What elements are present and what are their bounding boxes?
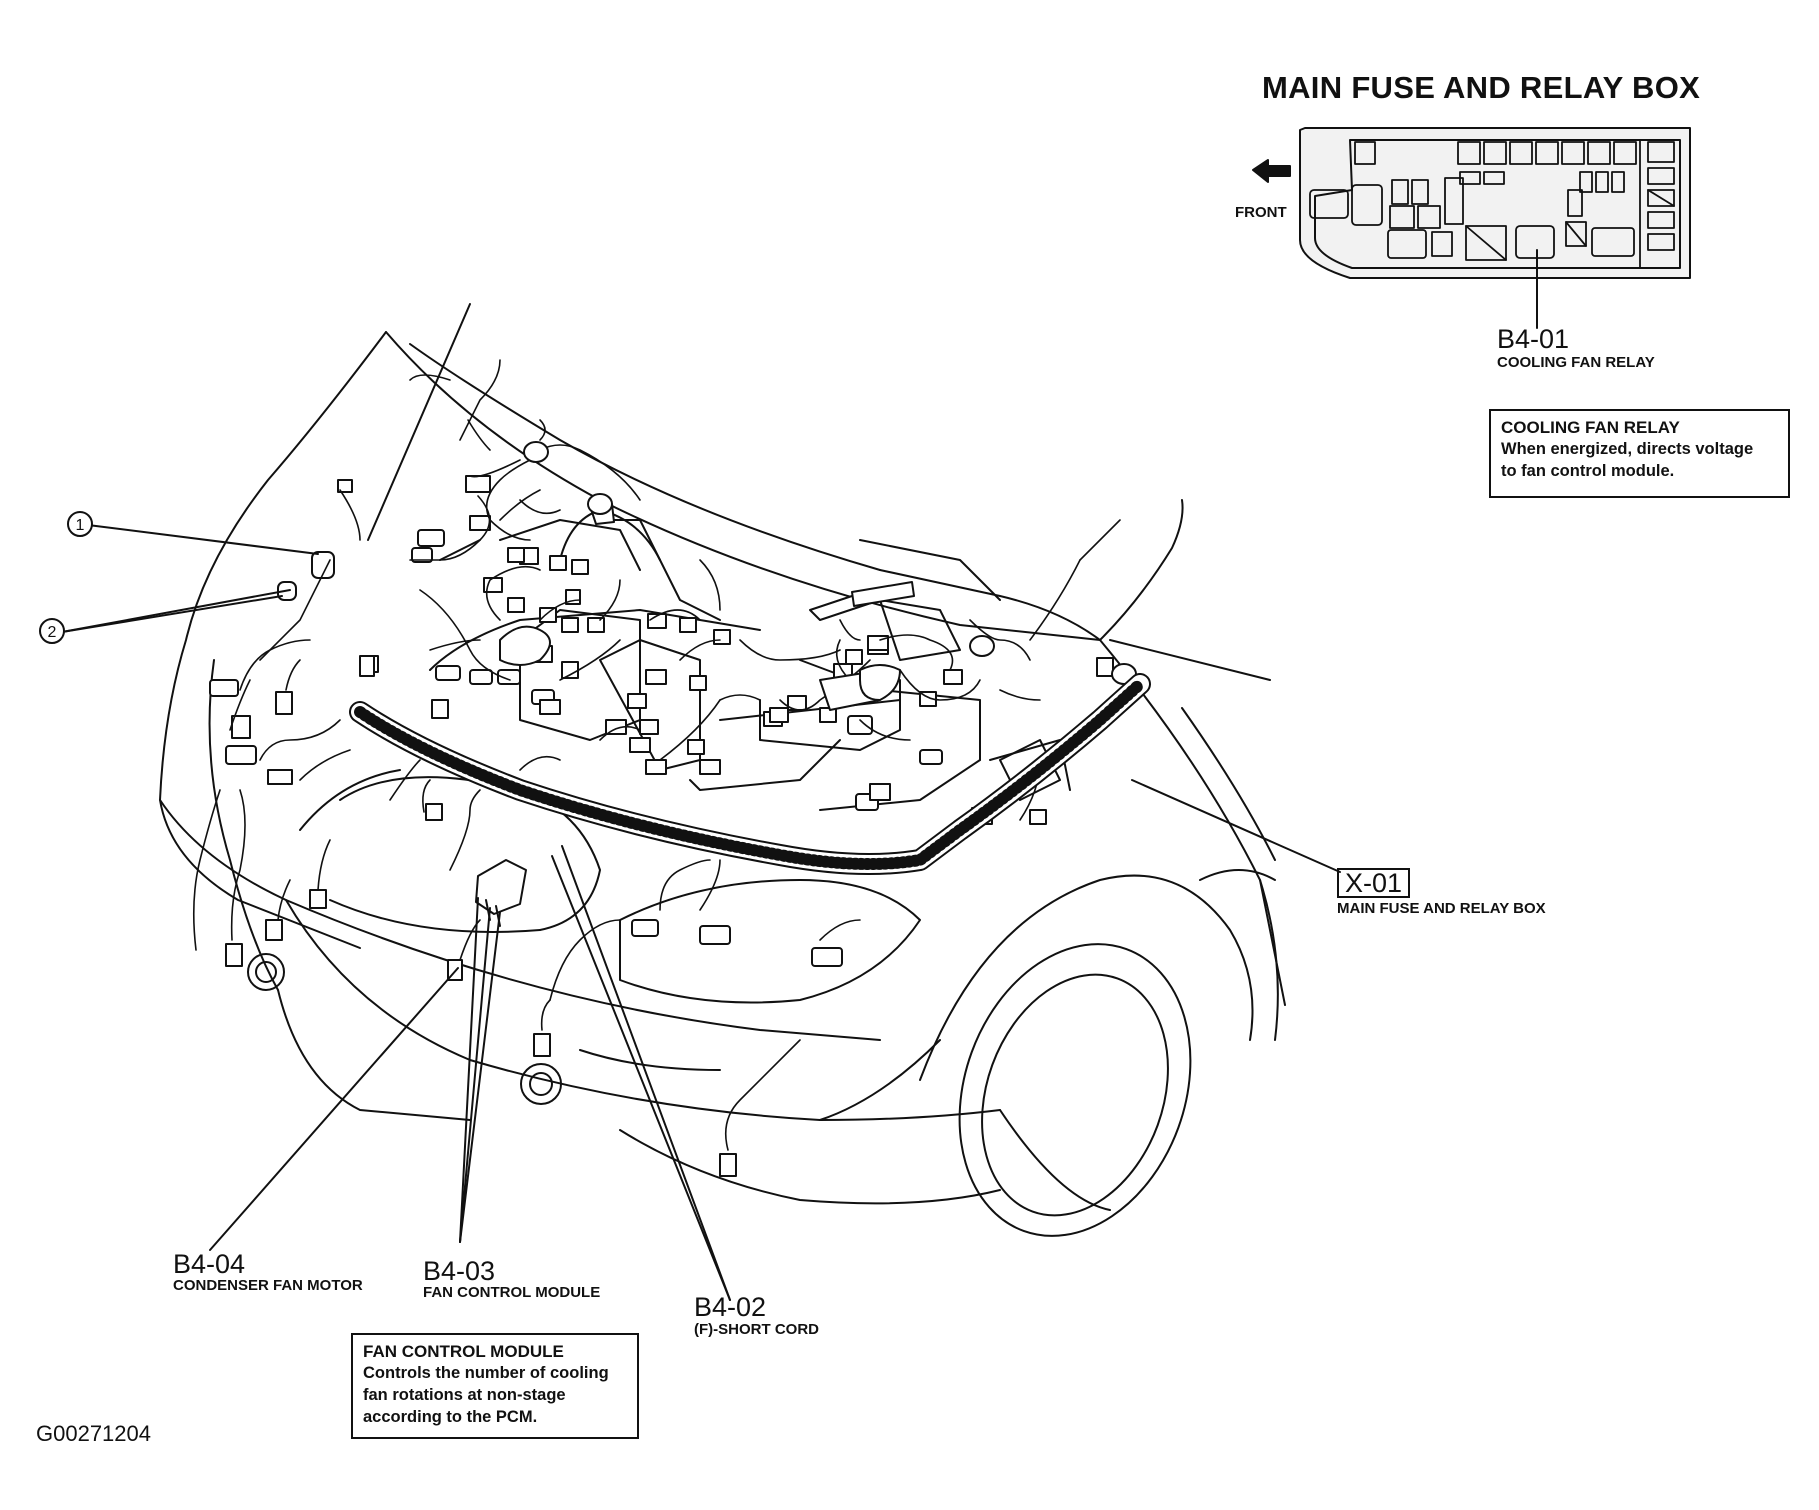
engine-harness-wires: [192, 359, 1121, 1151]
engine-relay-blocks: [499, 502, 915, 711]
module-note-title: FAN CONTROL MODULE: [363, 1342, 564, 1361]
front-arrow-icon: [1252, 159, 1291, 183]
fan-control-module-shape: [475, 859, 527, 927]
b4-01-code: B4-01: [1497, 324, 1570, 354]
b4-02-code: B4-02: [694, 1292, 767, 1322]
fuse-box-slots: [1309, 139, 1675, 269]
headlight-outline: [579, 879, 921, 1071]
b4-03-code: B4-03: [423, 1256, 496, 1286]
sensor-bulbs: [523, 441, 1137, 685]
fog-lamps: [247, 953, 562, 1105]
relay-note-title: COOLING FAN RELAY: [1501, 418, 1680, 437]
relay-note-text: When energized, directs voltage to fan c…: [1501, 440, 1754, 480]
front-wheel-arch: [919, 874, 1254, 1237]
image-id: G00271204: [36, 1421, 151, 1446]
fan-control-module-note: FAN CONTROL MODULE Controls the number o…: [351, 1333, 639, 1439]
callout-circle-2: 2: [39, 618, 65, 644]
callout-2-label: 2: [48, 624, 57, 641]
b4-01-caption: COOLING FAN RELAY: [1497, 354, 1655, 371]
b4-04-code: B4-04: [173, 1249, 246, 1279]
leader-lines: [61, 524, 1341, 1301]
module-note-text: Controls the number of cooling fan rotat…: [363, 1364, 609, 1426]
front-label: FRONT: [1235, 204, 1287, 221]
callout-circle-1: 1: [67, 511, 93, 537]
b4-02-caption: (F)-SHORT CORD: [694, 1321, 819, 1338]
b4-03-caption: FAN CONTROL MODULE: [423, 1284, 601, 1301]
engine-connectors: [209, 475, 1114, 1177]
x-01-caption: MAIN FUSE AND RELAY BOX: [1337, 900, 1546, 917]
cooling-fan-relay-note: COOLING FAN RELAY When energized, direct…: [1489, 409, 1790, 498]
x-01-code: X-01: [1337, 868, 1411, 898]
car-body-outline: [159, 303, 1286, 1211]
fuse-box-title: MAIN FUSE AND RELAY BOX: [1262, 70, 1701, 105]
front-end-harness: [349, 673, 1151, 875]
callout-1-label: 1: [76, 517, 85, 534]
b4-04-caption: CONDENSER FAN MOTOR: [173, 1277, 363, 1294]
